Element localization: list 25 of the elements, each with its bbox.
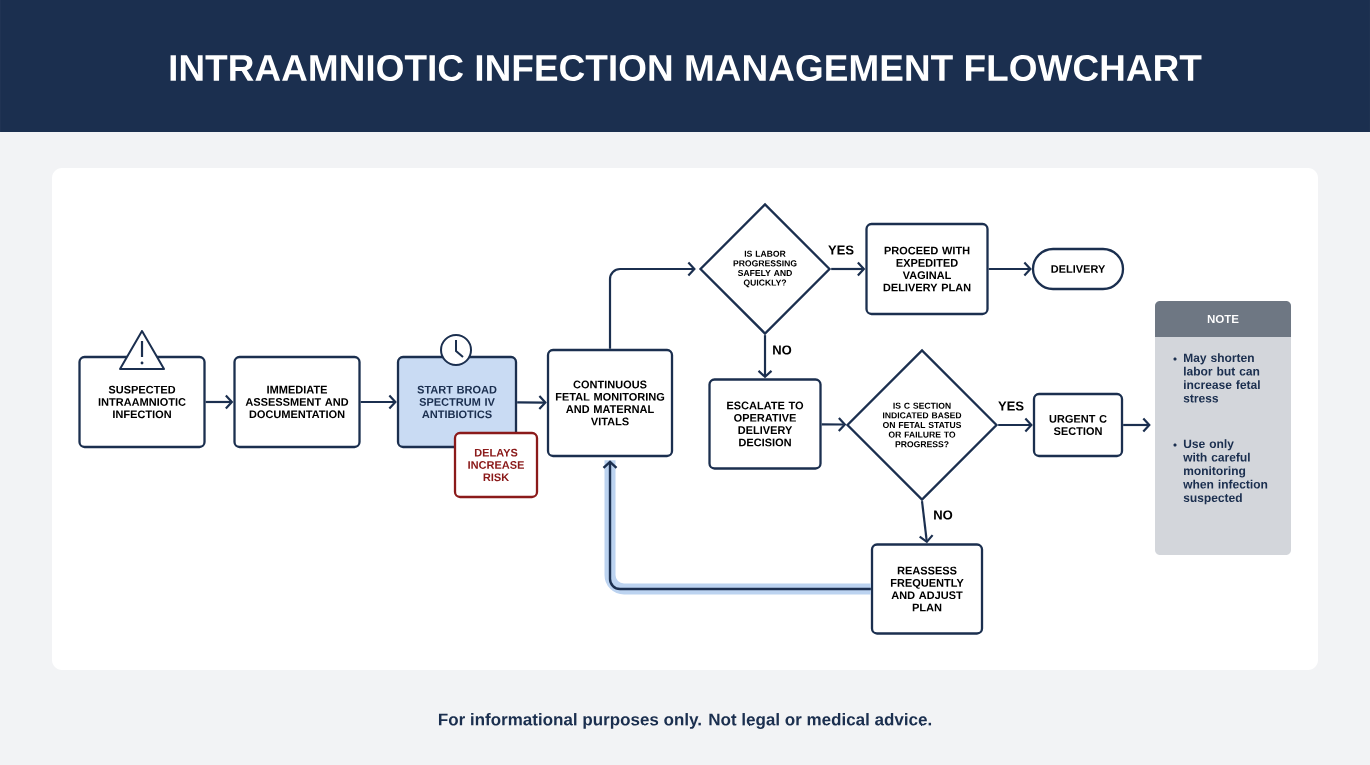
arrow	[517, 395, 547, 410]
note-panel: NOTE May shorten labor but can increase fetal stress Use only with careful monitoring when infection suspected	[1155, 301, 1291, 555]
process-box: CONTINUOUS FETAL MONITORING AND MATERNAL VITALS	[546, 348, 674, 458]
caption: For informational purposes only. Not legal or medical advice.	[439, 713, 932, 729]
arrow	[360, 394, 397, 410]
arrow	[988, 261, 1032, 277]
terminal-box: DELIVERY	[1031, 247, 1125, 291]
process-box: START BROAD SPECTRUM IV ANTIBIOTICS	[396, 355, 518, 449]
warning-box: DELAYS INCREASE RISK	[453, 431, 539, 499]
process-box: REASSESS FREQUENTLY AND ADJUST PLAN	[870, 543, 984, 635]
arrow	[602, 460, 871, 595]
process-box: SUSPECTED INTRAAMNIOTIC INFECTION	[78, 355, 206, 449]
process-box: PROCEED WITH EXPEDITED VAGINAL DELIVERY PLAN	[865, 222, 989, 316]
arrow	[608, 261, 696, 349]
arrow	[919, 501, 934, 544]
arrow	[821, 417, 847, 432]
title: INTRAAMNIOTIC INFECTION MANAGEMENT FLOWCHART	[170, 54, 1202, 82]
arrow	[205, 394, 234, 410]
arrow	[757, 335, 773, 379]
arrow	[1123, 417, 1151, 433]
process-box: IMMEDIATE ASSESSMENT AND DOCUMENTATION	[233, 355, 361, 449]
arrow	[831, 261, 866, 277]
arrow	[998, 417, 1033, 433]
process-box: URGENT C SECTION	[1032, 392, 1124, 458]
process-box: ESCALATE TO OPERATIVE DELIVERY DECISION	[708, 378, 822, 470]
